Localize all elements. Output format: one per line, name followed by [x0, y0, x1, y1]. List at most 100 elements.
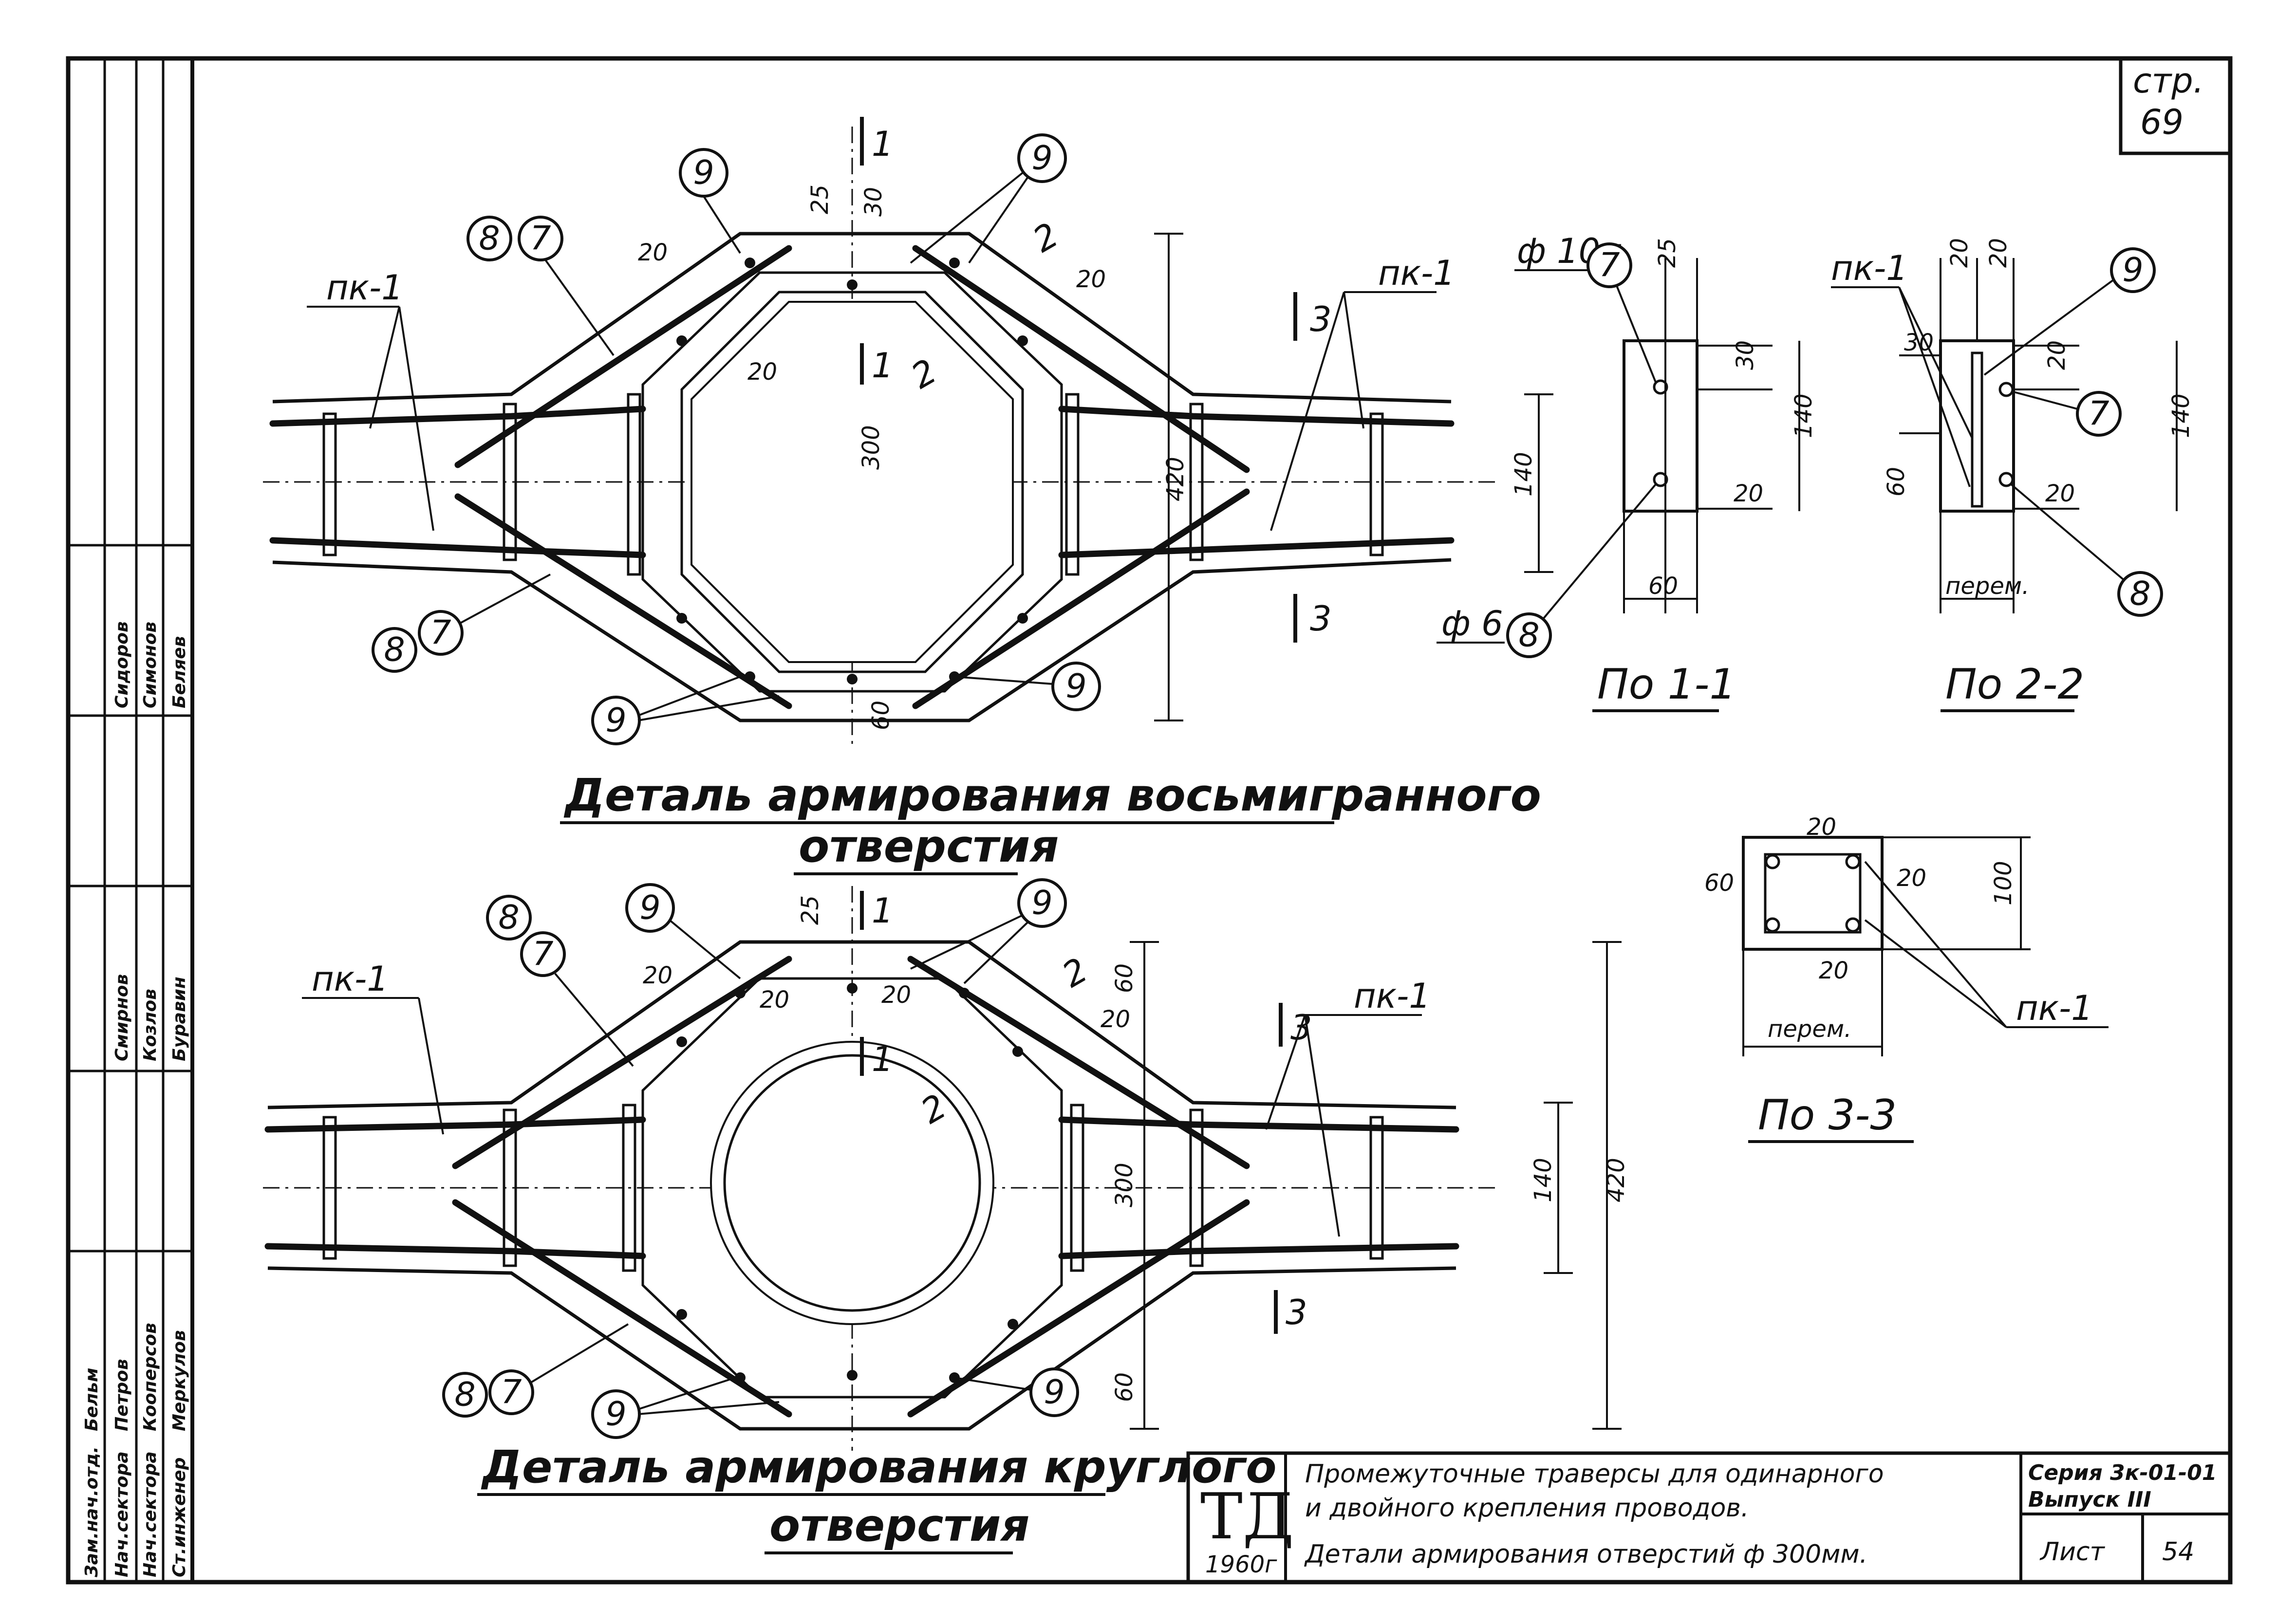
section-3-bottom-2: 3 [1286, 1292, 1307, 1332]
svg-text:8: 8 [384, 631, 405, 669]
stamp-approved-3: Беляев [169, 636, 189, 708]
dim-20-d: 20 [1101, 1006, 1130, 1033]
octagon-detail: 1 1 3 3 2 2 420 140 300 25 30 20 20 20 6… [263, 117, 1553, 875]
s22-perem: перем. [1945, 572, 2029, 600]
s11-caption: По 1-1 [1597, 660, 1736, 709]
long-bar-bottom-right-2 [1058, 1243, 1459, 1259]
stamp-role-3: Нач.сектора [140, 1451, 160, 1577]
title-block-line1: Промежуточные траверсы для одинарного [1305, 1459, 1884, 1489]
stirrups-2 [322, 1104, 1384, 1272]
svg-text:9: 9 [639, 889, 660, 927]
stamp-name-1: Бельм [82, 1368, 102, 1431]
s33-dim-20-right: 20 [1897, 865, 1926, 892]
svg-text:9: 9 [605, 701, 626, 740]
bubble-9-bottom-left-2: 9 [591, 1377, 780, 1439]
s33-pk1: пк-1 [2016, 988, 2093, 1028]
bubble-9-top-right: 9 [910, 133, 1067, 264]
pk1-leaders-2: пк-1 пк-1 [302, 959, 1431, 1237]
s22-bar-7 [1998, 382, 2014, 397]
s22-caption: По 2-2 [1945, 660, 2084, 709]
sheet-label: Лист [2039, 1537, 2105, 1567]
stamp-name-3: Кооперсов [140, 1323, 160, 1431]
s22-pk1: пк-1 [1831, 248, 1908, 288]
approval-stamp: Зам.нач.отд. Бельм Нач.сектора Петров На… [68, 58, 192, 1582]
section-1-mid: 1 [872, 346, 894, 386]
svg-text:8: 8 [454, 1376, 475, 1414]
s33-dim-20-bot: 20 [1819, 957, 1848, 984]
long-bar-bottom-right [1058, 537, 1455, 558]
bubble-9-top-2: 9 [625, 883, 741, 979]
s33-dim-100: 100 [1990, 861, 2017, 905]
page-label: стр. [2133, 61, 2204, 101]
bubble-9-bottom-right: 9 [954, 662, 1101, 711]
round-hole [710, 1041, 994, 1325]
stamp-name-2: Петров [112, 1359, 132, 1431]
s33-dim-60: 60 [1704, 869, 1734, 897]
section-3-bottom: 3 [1310, 599, 1332, 639]
dim-60-top: 60 [1111, 963, 1138, 993]
svg-text:9: 9 [693, 154, 714, 192]
td-logo: ТД [1200, 1479, 1294, 1553]
pk1-leaders: пк-1 пк-1 [307, 253, 1455, 531]
sheet-number: 54 [2162, 1537, 2194, 1567]
diagonal-bar-tl-2 [452, 956, 792, 1169]
svg-text:9: 9 [1065, 667, 1086, 706]
section-2-top: 2 [1027, 215, 1065, 260]
s11-bubble-8: 8 [1506, 483, 1657, 658]
octagon-detail-title-line1: Деталь армирования восьмигранного [563, 769, 1541, 821]
dim-420-2: 420 [1603, 1158, 1630, 1202]
dim-20-b: 20 [881, 981, 911, 1009]
svg-text:8: 8 [1518, 616, 1539, 655]
section-2-top-2: 2 [1056, 950, 1095, 995]
s22-dim-20b: 20 [1985, 238, 2012, 268]
diagonal-bar-bl [454, 493, 792, 709]
series-label: Серия 3к-01-01 [2028, 1460, 2217, 1485]
s11-bubble-7: 7 [1586, 242, 1657, 383]
long-bar-bottom-left [269, 537, 646, 558]
bubble-9-bottom-left: 9 [591, 676, 780, 745]
s22-bubble-7: 7 [2013, 391, 2122, 437]
dim-20-inner: 20 [747, 358, 777, 386]
stamp-approved-2: Симонов [140, 622, 160, 708]
title-block-line2: и двойного крепления проводов. [1305, 1494, 1749, 1523]
dim-140: 140 [1510, 452, 1537, 497]
title-block: ТД 1960г Промежуточные траверсы для один… [1186, 1451, 2232, 1584]
s33-caption: По 3-3 [1758, 1091, 1897, 1140]
dim-30: 30 [860, 187, 887, 217]
s22-bubble-8: 8 [2010, 483, 2163, 617]
svg-text:8: 8 [498, 899, 519, 937]
s11-dim-140: 140 [1790, 393, 1817, 438]
s11-dim-25: 25 [1654, 238, 1681, 268]
svg-text:7: 7 [2088, 395, 2109, 433]
svg-text:9: 9 [1031, 884, 1052, 923]
round-detail: 1 1 3 3 2 2 60 60 300 140 420 25 20 20 2… [263, 878, 1630, 1554]
dim-60: 60 [867, 701, 895, 730]
title-block-line3: Детали армирования отверстий ф 300мм. [1304, 1540, 1867, 1569]
traverse-outline [272, 232, 1452, 722]
svg-text:9: 9 [2122, 251, 2143, 290]
long-bar-top-right-2 [1058, 1116, 1459, 1133]
round-hole-inner [723, 1054, 981, 1312]
section-1-1: 25 30 140 20 60 ф 10п 7 ф 6 8 По 1-1 [1437, 231, 1817, 712]
stamp-role-2: Нач.сектора [112, 1451, 132, 1577]
dim-60-bottom: 60 [1111, 1372, 1138, 1402]
sheet-frame [66, 56, 2233, 1585]
s22-bubble-9: 9 [1983, 247, 2156, 376]
long-bar-bottom-left-2 [264, 1243, 646, 1259]
pk1-label-left: пк-1 [326, 268, 403, 308]
svg-text:9: 9 [1044, 1373, 1064, 1412]
dim-20-right: 20 [1076, 266, 1106, 293]
dim-300: 300 [858, 425, 885, 470]
dim-140-2: 140 [1530, 1158, 1557, 1202]
round-detail-title-line1: Деталь армирования круглого [481, 1441, 1277, 1493]
diagonal-bar-tl [454, 245, 792, 468]
round-detail-title-line2: отверстия [769, 1499, 1029, 1551]
rebar-sections [676, 258, 1028, 684]
page-number: 69 [2140, 102, 2184, 142]
pk1-label-right-2: пк-1 [1354, 976, 1431, 1016]
long-bar-top-left [269, 406, 646, 427]
pk1-label-right: пк-1 [1378, 253, 1455, 293]
bubble-9-bottom-right-2: 9 [954, 1367, 1079, 1417]
s22-dim-20d: 20 [2045, 480, 2075, 507]
s22-dim-20c: 20 [2043, 340, 2071, 370]
